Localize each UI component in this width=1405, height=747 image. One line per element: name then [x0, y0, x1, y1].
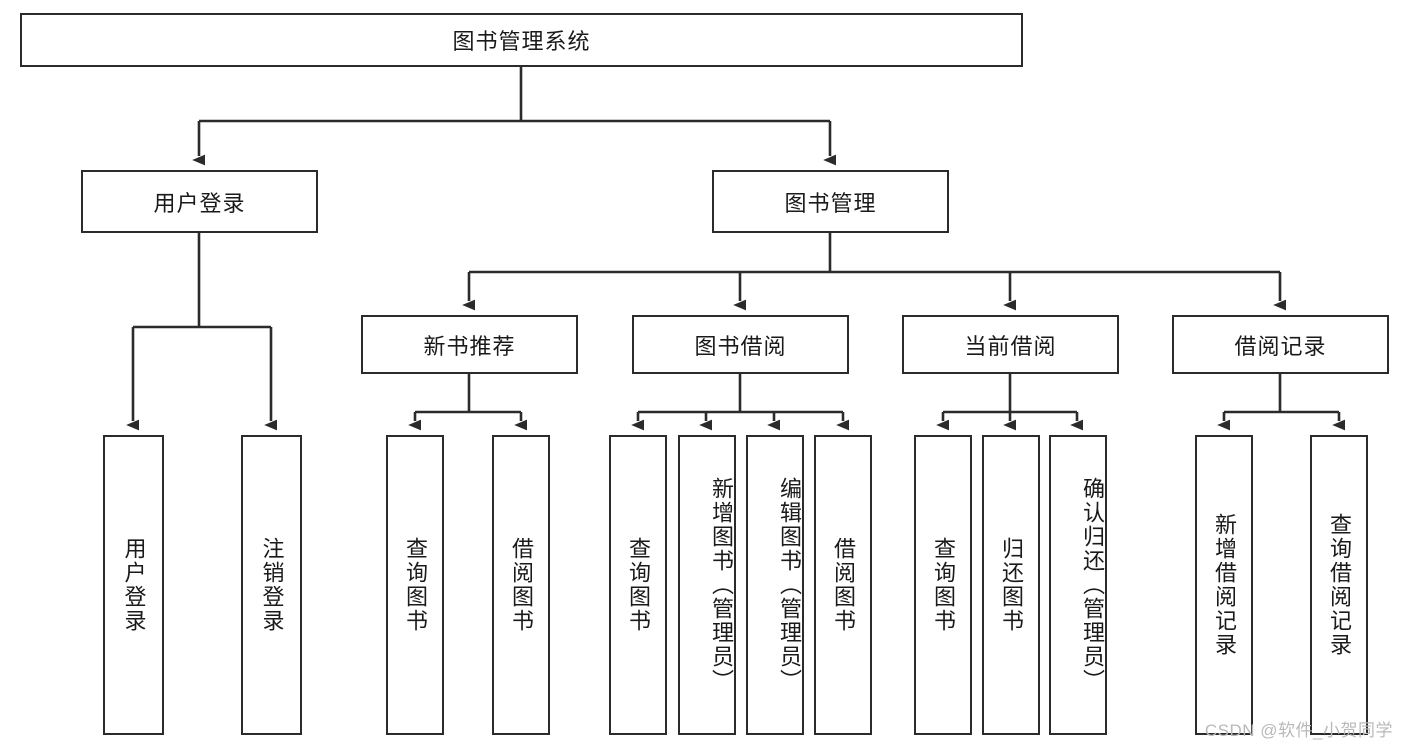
node-leaf-borrow-book-1-label: 借阅图书: [508, 537, 534, 633]
node-leaf-borrow-book-2[interactable]: 借阅图书: [814, 435, 872, 735]
node-current-borrow-label: 当前借阅: [964, 333, 1057, 359]
node-borrow-record[interactable]: 借阅记录: [1172, 315, 1389, 374]
node-leaf-query-book-2[interactable]: 查询图书: [609, 435, 667, 735]
node-leaf-return-book[interactable]: 归还图书: [982, 435, 1040, 735]
csdn-watermark: CSDN @软件_小贺同学: [1204, 721, 1393, 740]
node-book-borrow-label: 图书借阅: [694, 333, 787, 359]
node-leaf-query-record-label: 查询借阅记录: [1326, 513, 1352, 657]
node-leaf-edit-book[interactable]: 编辑图书（管理员）: [746, 435, 804, 735]
node-leaf-add-record-label: 新增借阅记录: [1211, 513, 1237, 657]
node-root-label: 图书管理系统: [452, 29, 591, 54]
node-leaf-user-login[interactable]: 用户登录: [103, 435, 164, 735]
node-leaf-user-login-label: 用户登录: [121, 537, 147, 633]
node-new-book-recommend[interactable]: 新书推荐: [361, 315, 578, 374]
node-leaf-borrow-book-2-label: 借阅图书: [830, 537, 856, 633]
node-leaf-query-record[interactable]: 查询借阅记录: [1310, 435, 1368, 735]
node-user-login-label: 用户登录: [153, 190, 246, 216]
node-book-manage[interactable]: 图书管理: [712, 170, 949, 233]
node-leaf-add-book[interactable]: 新增图书（管理员）: [678, 435, 736, 735]
node-leaf-add-book-label: 新增图书（管理员）: [709, 477, 734, 693]
node-book-manage-label: 图书管理: [784, 190, 877, 216]
node-current-borrow[interactable]: 当前借阅: [902, 315, 1119, 374]
node-leaf-confirm-return[interactable]: 确认归还（管理员）: [1049, 435, 1107, 735]
node-borrow-record-label: 借阅记录: [1234, 333, 1327, 359]
node-leaf-query-book-2-label: 查询图书: [625, 537, 651, 633]
node-user-login[interactable]: 用户登录: [81, 170, 318, 233]
node-leaf-confirm-return-label: 确认归还（管理员）: [1080, 477, 1105, 693]
node-leaf-query-book-1-label: 查询图书: [402, 537, 428, 633]
node-new-book-recommend-label: 新书推荐: [423, 333, 516, 359]
node-leaf-add-record[interactable]: 新增借阅记录: [1195, 435, 1253, 735]
node-leaf-logout-login-label: 注销登录: [259, 537, 285, 633]
node-leaf-return-book-label: 归还图书: [998, 537, 1024, 633]
node-book-borrow[interactable]: 图书借阅: [632, 315, 849, 374]
node-leaf-logout-login[interactable]: 注销登录: [241, 435, 302, 735]
node-root[interactable]: 图书管理系统: [20, 13, 1023, 67]
node-leaf-query-book-1[interactable]: 查询图书: [386, 435, 444, 735]
node-leaf-query-book-3-label: 查询图书: [930, 537, 956, 633]
node-leaf-query-book-3[interactable]: 查询图书: [914, 435, 972, 735]
node-leaf-edit-book-label: 编辑图书（管理员）: [777, 477, 802, 693]
node-leaf-borrow-book-1[interactable]: 借阅图书: [492, 435, 550, 735]
